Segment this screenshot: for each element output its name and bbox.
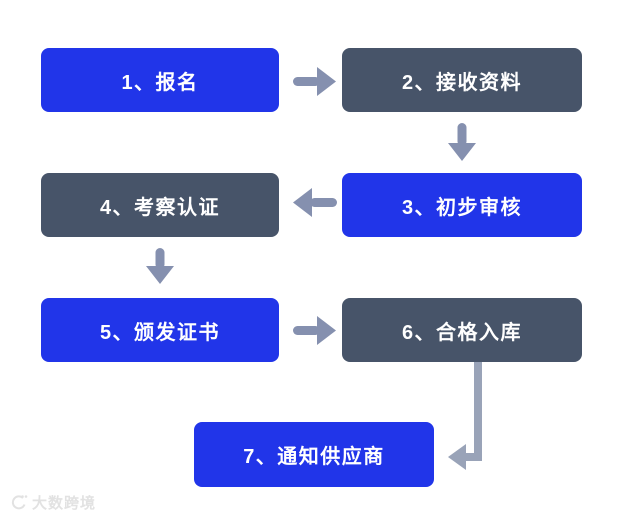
step-box-1-registration: 1、报名 bbox=[41, 48, 279, 112]
watermark-text: 大数跨境 bbox=[32, 495, 97, 512]
step-box-2-receive-materials: 2、接收资料 bbox=[342, 48, 582, 112]
arrow-down-4-to-5-icon bbox=[146, 248, 174, 284]
arrow-down-2-to-3-icon bbox=[448, 123, 476, 161]
watermark: 大数跨境 bbox=[10, 492, 96, 513]
step-box-7-notify-supplier: 7、通知供应商 bbox=[194, 422, 434, 487]
step-box-5-issue-certificate: 5、颁发证书 bbox=[41, 298, 279, 362]
step-box-3-preliminary-review: 3、初步审核 bbox=[342, 173, 582, 237]
arrow-right-1-to-2-icon bbox=[293, 67, 336, 96]
step-box-6-qualified-storage: 6、合格入库 bbox=[342, 298, 582, 362]
watermark-logo-icon bbox=[10, 494, 28, 511]
arrow-left-3-to-4-icon bbox=[293, 188, 337, 217]
arrow-elbow-6-to-7-icon bbox=[448, 362, 482, 470]
step-box-4-inspection-certification: 4、考察认证 bbox=[41, 173, 279, 237]
arrow-right-5-to-6-icon bbox=[293, 316, 336, 345]
